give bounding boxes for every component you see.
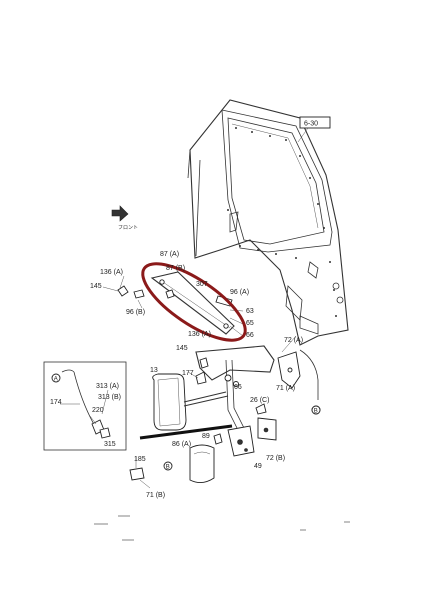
mirror-head — [152, 371, 229, 431]
callout-26c: 26 (C) — [250, 397, 269, 404]
mirror-rod — [139, 424, 233, 440]
callout-b-marker: B — [166, 465, 170, 471]
callout-72b: 72 (B) — [266, 455, 285, 462]
door-panel — [187, 99, 349, 346]
callout-220: 220 — [92, 407, 104, 414]
lower-mount — [213, 403, 277, 457]
callout-66: 66 — [246, 332, 254, 339]
callout-65: 65 — [246, 320, 254, 327]
lower-left-bolt — [129, 456, 173, 489]
cover-part — [189, 444, 215, 483]
inset-marker-a: A — [54, 377, 58, 383]
callout-177: 177 — [182, 370, 194, 377]
front-arrow-icon — [111, 205, 129, 222]
callout-96b: 96 (B) — [126, 309, 145, 316]
callout-87a: 87 (A) — [160, 251, 179, 258]
callout-136a-left: 136 (A) — [100, 269, 123, 276]
door-rivets — [227, 127, 337, 317]
callout-145-mid: 145 — [176, 345, 188, 352]
reference-box-text: 6-30 — [304, 121, 318, 128]
stray-marks — [94, 515, 350, 541]
callout-96a: 96 (A) — [230, 289, 249, 296]
callout-door-b: B — [314, 409, 318, 415]
highlight-ellipse — [141, 262, 247, 342]
callout-136a-center: 136 (A) — [188, 331, 211, 338]
callout-174: 174 — [50, 399, 62, 406]
callout-72a: 72 (A) — [284, 337, 303, 344]
callout-86a: 86 (A) — [172, 441, 191, 448]
callout-307: 307 — [196, 281, 208, 288]
callout-71b: 71 (B) — [146, 492, 165, 499]
callout-313a: 313 (A) — [96, 383, 119, 390]
callout-71a: 71 (A) — [276, 385, 295, 392]
front-label: フロント — [118, 225, 138, 231]
callout-labels: 87 (A) 87 (B) 136 (A) 145 96 (B) 307 96 … — [50, 251, 318, 499]
callout-315: 315 — [104, 441, 116, 448]
callout-63: 63 — [246, 308, 254, 315]
callout-89: 89 — [202, 433, 210, 440]
callout-49: 49 — [254, 463, 262, 470]
callout-313b: 313 (B) — [98, 394, 121, 401]
wiring-inset: A — [43, 361, 127, 451]
reference-box: 6-30 — [297, 116, 331, 143]
callout-185: 185 — [134, 456, 146, 463]
callout-145-top: 145 — [90, 283, 102, 290]
lower-bracket — [195, 335, 321, 443]
callout-66-lower: 66 — [234, 384, 242, 391]
callout-13: 13 — [150, 367, 158, 374]
front-indicator: フロント — [111, 205, 138, 231]
left-fasteners — [102, 275, 145, 309]
callout-87b: 87 (B) — [166, 265, 185, 272]
